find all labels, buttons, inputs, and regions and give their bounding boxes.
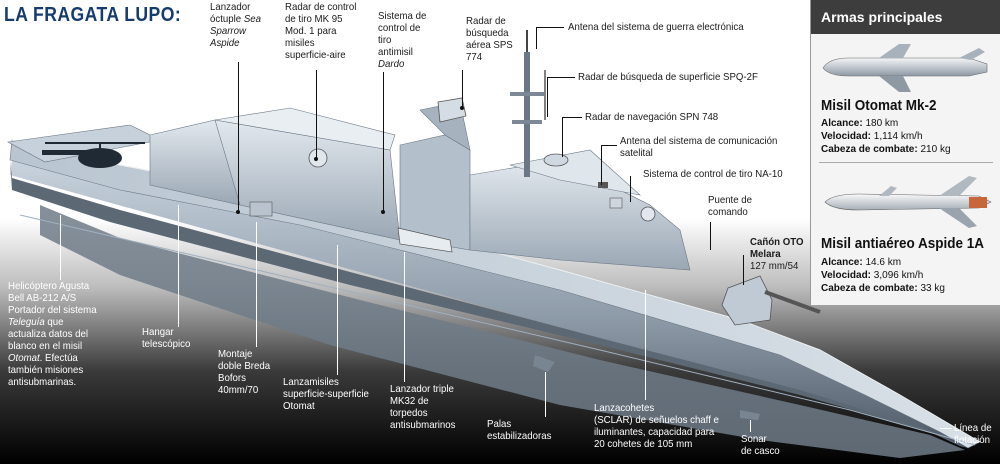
label-dardo-system: Sistema de control de tiro antimisil Dar… xyxy=(378,10,427,70)
missile-spec: Cabeza de combate: 210 kg xyxy=(821,144,951,155)
leader-dot xyxy=(236,210,240,214)
missile-spec: Velocidad: 3,096 km/h xyxy=(821,270,924,281)
main-mast xyxy=(524,52,530,177)
infographic-title: LA FRAGATA LUPO: xyxy=(4,4,182,26)
stabilizer-fin xyxy=(533,355,555,372)
satellite-antenna xyxy=(609,197,623,209)
leader-line xyxy=(536,27,537,49)
leader-line xyxy=(256,222,257,347)
label-hangar: Hangar telescópico xyxy=(142,326,191,350)
weapons-panel: Armas principales Misil Otomat Mk-2 Alca… xyxy=(810,0,1000,305)
na10-director xyxy=(640,206,656,222)
leader-line xyxy=(562,117,563,157)
label-sea-sparrow-launcher: Lanzador óctuple Sea Sparrow Aspide xyxy=(210,1,262,49)
missile-name: Misil antiaéreo Aspide 1A xyxy=(821,235,985,252)
leader-line xyxy=(238,62,239,212)
label-waterline: Línea de flotación xyxy=(954,422,992,446)
leader-line xyxy=(545,372,546,417)
label-otomat-launcher: Lanzamisiles superficie-superficie Otoma… xyxy=(283,376,369,412)
label-radar-sps774: Radar de búsqueda aérea SPS 774 xyxy=(466,15,513,63)
label-stabilizers: Palas estabilizadoras xyxy=(487,418,552,442)
label-hull-sonar: Sonar de casco xyxy=(741,433,780,457)
leader-line xyxy=(178,205,179,327)
leader-line xyxy=(462,70,463,108)
leader-line xyxy=(601,145,617,146)
helicopter xyxy=(42,142,145,168)
label-sclar-launcher: Lanzacohetes (SCLAR) de señuelos chaff e… xyxy=(594,402,719,450)
missile-spec: Cabeza de combate: 33 kg xyxy=(821,283,945,294)
label-satellite-antenna: Antena del sistema de comunicación satel… xyxy=(620,135,778,159)
label-oto-melara-gun: Cañón OTO Melara 127 mm/54 xyxy=(750,236,804,272)
leader-line xyxy=(630,176,631,202)
leader-line xyxy=(940,428,952,429)
leader-line xyxy=(60,215,61,280)
label-na10-fire-control: Sistema de control de tiro NA-10 xyxy=(643,168,783,180)
sea-sparrow-launcher xyxy=(249,201,273,217)
leader-dot xyxy=(314,157,318,161)
leader-line xyxy=(337,245,338,375)
leader-line xyxy=(547,77,575,78)
leader-line xyxy=(404,252,405,382)
label-breda-bofors: Montaje doble Breda Bofors 40mm/70 xyxy=(218,348,271,396)
otomat-missile-image xyxy=(822,44,988,92)
leader-line xyxy=(743,255,744,285)
leader-line xyxy=(536,27,564,28)
hull-underwater xyxy=(40,205,965,458)
leader-line xyxy=(316,70,317,160)
label-helicopter: Helicóptero Agusta Bell AB-212 A/S Porta… xyxy=(8,280,97,388)
aspide-missile-image xyxy=(824,176,992,228)
leader-line xyxy=(383,72,384,212)
label-bridge: Puente de comando xyxy=(708,194,753,218)
leader-line xyxy=(547,77,548,117)
label-mk32-torpedo: Lanzador triple MK32 de torpedos antisub… xyxy=(390,383,456,431)
gun-turret xyxy=(721,275,773,326)
leader-dot xyxy=(381,210,385,214)
leader-line xyxy=(710,222,711,250)
missile-name: Misil Otomat Mk-2 xyxy=(821,97,937,114)
leader-line xyxy=(750,420,751,432)
missile-spec: Alcance: 180 km xyxy=(821,118,899,129)
leader-dot xyxy=(460,106,464,110)
leader-line xyxy=(645,290,646,400)
label-electronic-warfare-antenna: Antena del sistema de guerra electrónica xyxy=(568,21,744,33)
divider xyxy=(819,162,993,163)
leader-line xyxy=(562,117,582,118)
leader-line xyxy=(601,145,602,185)
radar-sps774 xyxy=(437,97,467,123)
label-radar-mk95: Radar de control de tiro MK 95 Mod. 1 pa… xyxy=(285,1,357,61)
waterline xyxy=(19,214,976,446)
label-radar-spn748: Radar de navegación SPN 748 xyxy=(585,111,719,123)
sonar-dome xyxy=(740,410,760,420)
hull xyxy=(10,160,968,448)
radar-spq2f xyxy=(543,153,569,167)
lifeboat xyxy=(397,227,453,253)
missile-spec: Velocidad: 1,114 km/h xyxy=(821,131,923,142)
label-radar-spq2f: Radar de búsqueda de superficie SPQ-2F xyxy=(578,71,758,83)
fire-control-dome xyxy=(308,148,328,168)
panel-heading: Armas principales xyxy=(811,0,1000,34)
missile-spec: Alcance: 14.6 km xyxy=(821,257,902,268)
